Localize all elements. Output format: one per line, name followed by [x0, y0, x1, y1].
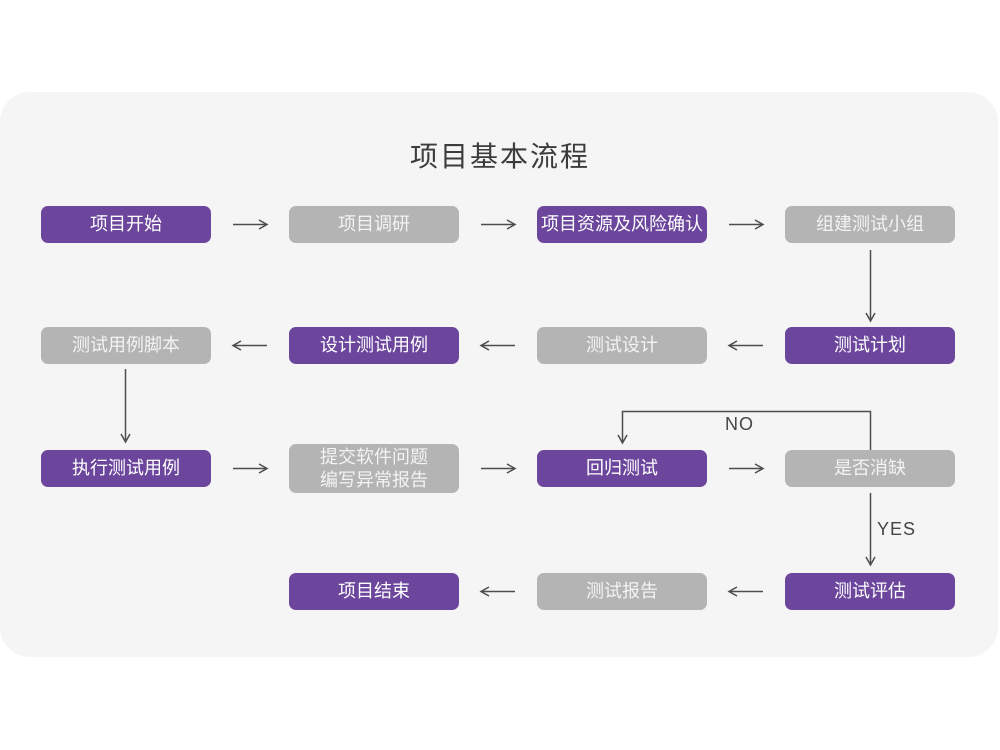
flow-node-submit-issue-report: 提交软件问题 编写异常报告 — [289, 444, 459, 493]
flow-node-defect-cleared: 是否消缺 — [785, 450, 955, 487]
flowchart-card — [0, 92, 998, 657]
flow-node-test-plan: 测试计划 — [785, 327, 955, 364]
flow-node-test-case-script: 测试用例脚本 — [41, 327, 211, 364]
flow-node-regression-test: 回归测试 — [537, 450, 707, 487]
flow-node-project-research: 项目调研 — [289, 206, 459, 243]
flow-node-test-design: 测试设计 — [537, 327, 707, 364]
edge-label-no: NO — [725, 414, 754, 434]
page-title: 项目基本流程 — [409, 141, 590, 172]
flow-node-build-test-team: 组建测试小组 — [785, 206, 955, 243]
flow-node-project-end: 项目结束 — [289, 573, 459, 610]
flow-node-test-report: 测试报告 — [537, 573, 707, 610]
flow-node-test-evaluation: 测试评估 — [785, 573, 955, 610]
flow-node-project-start: 项目开始 — [41, 206, 211, 243]
edge-label-yes: YES — [877, 519, 917, 539]
flow-node-design-test-cases: 设计测试用例 — [289, 327, 459, 364]
flow-node-execute-test-cases: 执行测试用例 — [41, 450, 211, 487]
flow-node-resource-risk-confirm: 项目资源及风险确认 — [537, 206, 707, 243]
